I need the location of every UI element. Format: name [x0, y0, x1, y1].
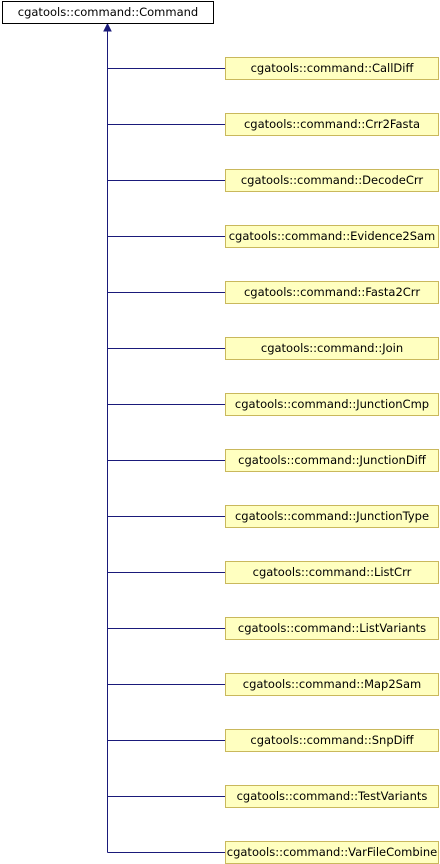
inheritance-arrowhead — [103, 22, 112, 32]
derived-class-node[interactable]: cgatools::command::Join — [225, 337, 439, 360]
derived-class-node[interactable]: cgatools::command::Evidence2Sam — [225, 225, 439, 248]
derived-class-node[interactable]: cgatools::command::VarFileCombine — [225, 841, 439, 864]
derived-class-node[interactable]: cgatools::command::DecodeCrr — [225, 169, 439, 192]
base-class-node[interactable]: cgatools::command::Command — [2, 1, 214, 24]
derived-class-node[interactable]: cgatools::command::JunctionType — [225, 505, 439, 528]
inheritance-branches — [107, 68, 225, 853]
derived-class-node[interactable]: cgatools::command::ListVariants — [225, 617, 439, 640]
derived-class-node[interactable]: cgatools::command::ListCrr — [225, 561, 439, 584]
derived-class-node[interactable]: cgatools::command::Crr2Fasta — [225, 113, 439, 136]
derived-class-node[interactable]: cgatools::command::JunctionDiff — [225, 449, 439, 472]
derived-class-node[interactable]: cgatools::command::Fasta2Crr — [225, 281, 439, 304]
derived-class-node[interactable]: cgatools::command::JunctionCmp — [225, 393, 439, 416]
derived-class-node[interactable]: cgatools::command::CallDiff — [225, 57, 439, 80]
derived-class-node[interactable]: cgatools::command::SnpDiff — [225, 729, 439, 752]
derived-class-node[interactable]: cgatools::command::Map2Sam — [225, 673, 439, 696]
derived-class-node[interactable]: cgatools::command::TestVariants — [225, 785, 439, 808]
